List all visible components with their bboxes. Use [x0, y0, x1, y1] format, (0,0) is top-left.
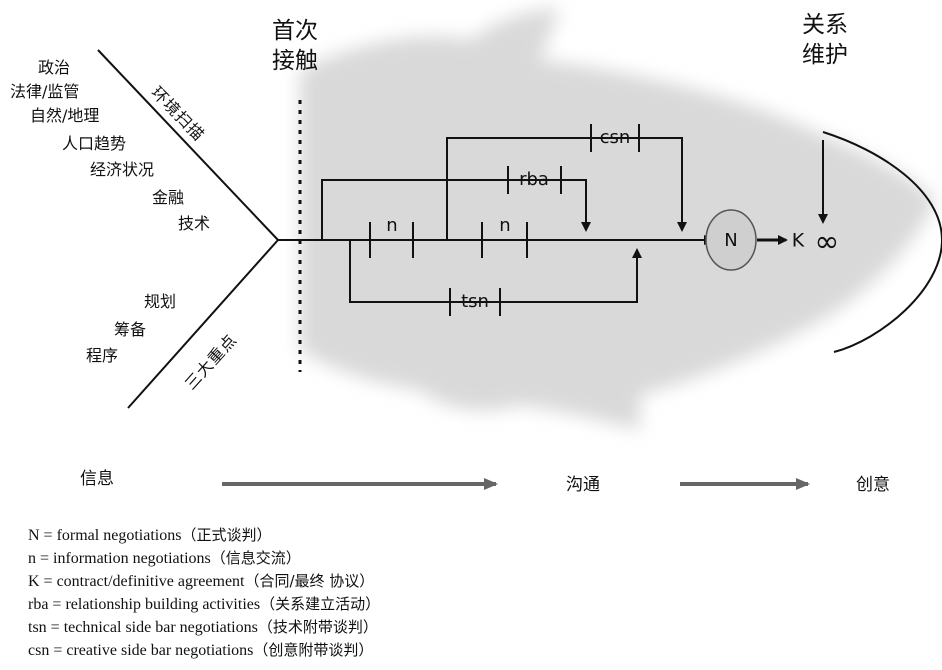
formal-negotiation-label: N — [724, 230, 737, 251]
env-item-finance: 金融 — [152, 186, 184, 209]
n2-label: n — [499, 215, 510, 236]
env-item-natural: 自然/地理 — [30, 104, 99, 127]
legend-item-formal-negotiations: N = formal negotiations（正式谈判） — [28, 524, 380, 547]
legend-item-creative-side-bar: csn = creative side bar negotiations（创意附… — [28, 639, 380, 662]
rba-label: rba — [519, 169, 549, 190]
legend-item-technical-side-bar: tsn = technical side bar negotiations（技术… — [28, 616, 380, 639]
legend-item-contract: K = contract/definitive agreement（合同/最终 … — [28, 570, 380, 593]
focus-item-preparation: 筹备 — [114, 318, 146, 341]
flow-creativity-label: 创意 — [856, 470, 890, 495]
infinity-symbol: ∞ — [815, 225, 840, 260]
env-item-economy: 经济状况 — [90, 158, 154, 181]
env-item-legal: 法律/监管 — [10, 80, 79, 103]
legend: N = formal negotiations（正式谈判） n = inform… — [28, 524, 380, 662]
env-item-politics: 政治 — [38, 56, 70, 79]
n1-label: n — [386, 215, 397, 236]
contract-label: K — [792, 230, 805, 252]
env-item-population: 人口趋势 — [62, 132, 126, 155]
focus-item-procedure: 程序 — [86, 344, 118, 367]
csn-label: csn — [600, 127, 631, 148]
relationship-maintenance-header: 关系 维护 — [795, 10, 855, 70]
env-item-technology: 技术 — [178, 212, 210, 235]
focus-item-planning: 规划 — [144, 290, 176, 313]
legend-item-relationship-building: rba = relationship building activities（关… — [28, 593, 380, 616]
tsn-label: tsn — [461, 291, 489, 312]
legend-item-information-negotiations: n = information negotiations（信息交流） — [28, 547, 380, 570]
flow-info-label: 信息 — [80, 464, 114, 489]
first-contact-header: 首次 接触 — [265, 16, 325, 76]
flow-communication-label: 沟通 — [566, 470, 600, 495]
